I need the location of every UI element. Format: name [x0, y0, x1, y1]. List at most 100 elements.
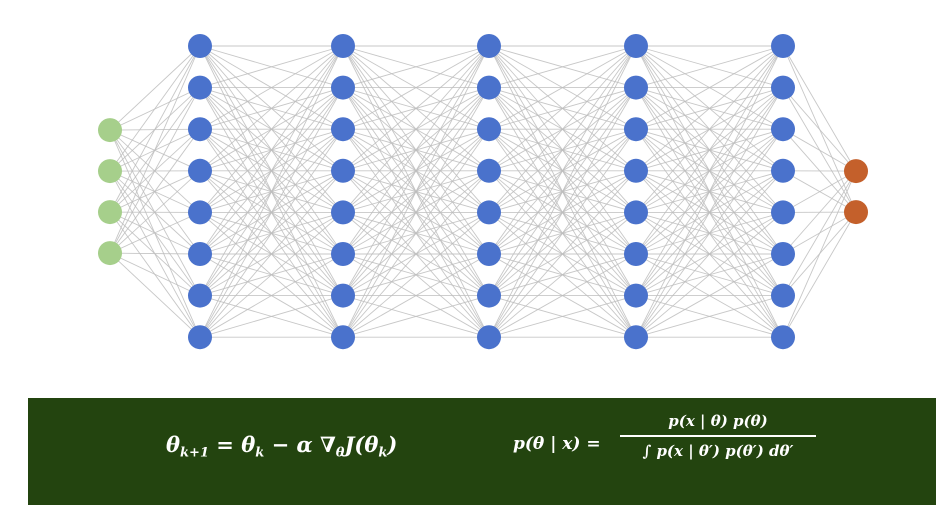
hidden-5-node	[771, 34, 795, 58]
hidden-1-node	[188, 242, 212, 266]
hidden-3-node	[477, 200, 501, 225]
hidden-5-node	[771, 75, 795, 100]
connection-edge	[342, 45, 490, 338]
fraction-bar	[620, 435, 816, 437]
connection-edge	[488, 45, 637, 255]
hidden-3-node	[477, 34, 501, 58]
hidden-3-node	[477, 75, 501, 100]
connection-edge	[342, 87, 490, 338]
hidden-4-node	[624, 283, 648, 308]
hidden-1-node	[188, 158, 212, 183]
connection-edge	[782, 170, 857, 296]
connection-edge	[488, 45, 637, 338]
hidden-1-node	[188, 325, 212, 350]
theta-next: θ	[166, 432, 181, 457]
gradient-subscript: θ	[335, 445, 345, 461]
connection-edge	[635, 45, 784, 296]
bayes-denominator: ∫ p(x | θ′) p(θ′) dθ′	[642, 441, 794, 460]
connection-edge	[342, 45, 490, 213]
input-node	[98, 118, 122, 143]
connection-edge	[342, 295, 490, 338]
cost-function-open: J(θ	[344, 432, 379, 457]
hidden-4-node	[624, 34, 648, 58]
connection-edge	[109, 45, 201, 131]
connection-edge	[635, 45, 784, 89]
hidden-2-node	[331, 75, 355, 100]
connection-edge	[782, 45, 857, 172]
connection-edge	[488, 45, 637, 130]
hidden-4-node	[624, 75, 648, 100]
bayes-formula-fraction: p(x | θ) p(θ) ∫ p(x | θ′) p(θ′) dθ′	[618, 412, 818, 460]
connection-edge	[199, 253, 344, 338]
hidden-1-node	[188, 283, 212, 308]
theta-current: θ	[241, 432, 256, 457]
connection-edge	[109, 45, 201, 254]
connection-edge	[342, 253, 490, 338]
hidden-5-node	[771, 158, 795, 183]
hidden-1-node	[188, 75, 212, 100]
connection-edge	[782, 87, 857, 172]
connection-edge	[109, 45, 201, 213]
hidden-2-node	[331, 283, 355, 308]
connection-edge	[488, 45, 637, 296]
output-node	[844, 200, 868, 225]
hidden-5-node	[771, 283, 795, 308]
connection-edge	[488, 170, 637, 338]
hidden-3-node	[477, 283, 501, 308]
connection-edge	[199, 128, 344, 338]
gradient-descent-formula: θk+1 = θk − α ∇θJ(θk)	[166, 432, 397, 461]
connection-edge	[199, 45, 344, 338]
connection-edge	[109, 211, 201, 254]
hidden-4-node	[624, 200, 648, 225]
connection-edge	[342, 212, 490, 338]
connection-edge	[782, 170, 857, 255]
connection-edge	[635, 45, 784, 255]
connection-edge	[199, 45, 344, 255]
connection-edge	[342, 45, 490, 172]
connection-edge	[488, 295, 637, 338]
hidden-4-node	[624, 117, 648, 142]
connection-edge	[199, 170, 344, 338]
connection-edge	[199, 45, 344, 172]
hidden-5-node	[771, 242, 795, 266]
hidden-2-node	[331, 325, 355, 350]
hidden-5-node	[771, 325, 795, 350]
connection-edge	[782, 211, 857, 338]
connection-edge	[488, 128, 637, 338]
network-edges	[109, 45, 857, 338]
connection-edge	[635, 295, 784, 338]
hidden-2-node	[331, 158, 355, 183]
hidden-4-node	[624, 325, 648, 350]
hidden-3-node	[477, 242, 501, 266]
connection-edge	[342, 45, 490, 89]
connection-edge	[782, 170, 857, 213]
output-node	[844, 159, 868, 184]
connection-edge	[635, 45, 784, 172]
hidden-2-node	[331, 34, 355, 58]
connection-edge	[488, 45, 637, 172]
hidden-2-node	[331, 200, 355, 225]
connection-edge	[109, 252, 201, 297]
hidden-4-node	[624, 242, 648, 266]
input-node	[98, 200, 122, 225]
connection-edge	[342, 45, 490, 130]
input-node	[98, 241, 122, 266]
connection-edge	[635, 253, 784, 338]
cost-function-close: )	[387, 432, 398, 457]
connection-edge	[109, 45, 201, 172]
hidden-1-node	[188, 200, 212, 225]
connection-edge	[488, 45, 637, 213]
connection-edge	[109, 87, 201, 254]
connection-edge	[782, 128, 857, 172]
connection-edge	[199, 45, 344, 130]
connection-edge	[488, 253, 637, 338]
connection-edge	[342, 128, 490, 338]
cost-function-subscript: k	[378, 445, 388, 461]
connection-edge	[109, 128, 201, 254]
connection-edge	[635, 212, 784, 338]
connection-edge	[109, 252, 201, 255]
connection-edge	[635, 45, 784, 130]
hidden-3-node	[477, 325, 501, 350]
connection-edge	[635, 87, 784, 338]
formula-band: θk+1 = θk − α ∇θJ(θk) p(θ | x) = p(x | θ…	[28, 398, 936, 505]
